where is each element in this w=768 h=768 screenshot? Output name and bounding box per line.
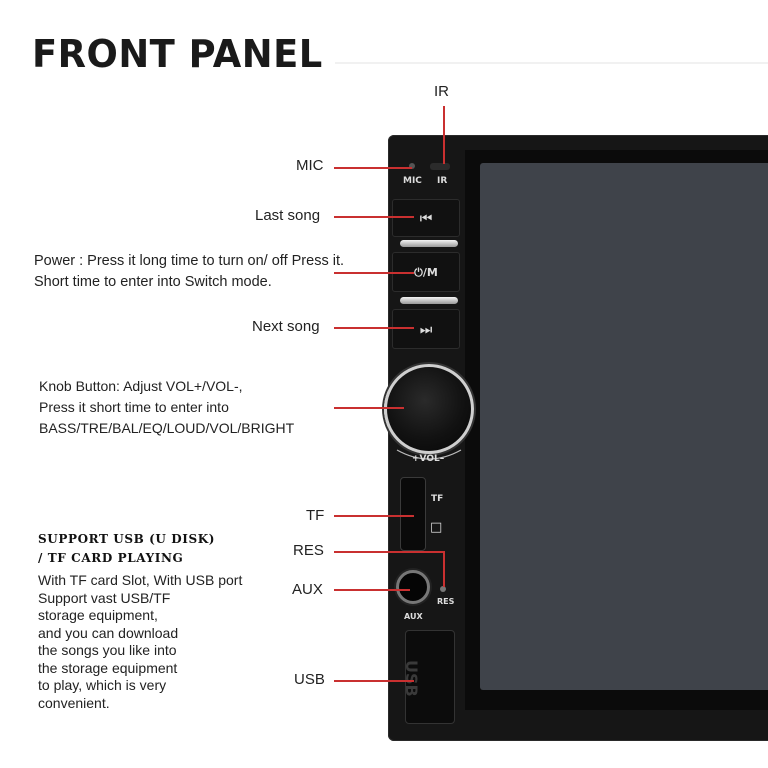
knob-desc-line: Knob Button: Adjust VOL+/VOL-,: [39, 378, 243, 394]
support-line: storage equipment,: [38, 607, 158, 623]
leader-next-song: [334, 327, 414, 329]
power-desc-line: Power : Press it long time to turn on/ o…: [34, 253, 345, 269]
label-last-song: Last song: [255, 207, 321, 224]
knob-desc-line: BASS/TRE/BAL/EQ/LOUD/VOL/BRIGHT: [39, 420, 295, 436]
leader-ir: [443, 106, 445, 164]
usb-port-cover[interactable]: [405, 630, 455, 724]
label-next-song: Next song: [252, 318, 320, 335]
label-mic: MIC: [296, 157, 324, 174]
prev-icon: ⏮: [419, 210, 433, 226]
leader-aux: [334, 589, 410, 591]
support-heading: SUPPORT USB (U DISK) / TF CARD PLAYING: [38, 530, 215, 568]
support-line: convenient.: [38, 694, 110, 711]
leader-res: [334, 551, 444, 553]
knob-description: Knob Button: Adjust VOL+/VOL-, Press it …: [39, 376, 294, 439]
device-res-text: RES: [437, 597, 455, 606]
device-usb-text: USB: [402, 660, 421, 697]
support-line: and you can download: [38, 624, 179, 641]
aux-jack[interactable]: [396, 570, 430, 604]
device-tf-text: TF: [431, 494, 444, 504]
label-res: RES: [293, 542, 324, 559]
next-icon: ⏭: [419, 321, 433, 337]
vol-text: +VOL–: [412, 454, 445, 464]
device-aux-text: AUX: [404, 612, 423, 621]
label-tf: TF: [306, 507, 325, 524]
page-title: FRONT PANEL: [32, 32, 323, 76]
ir-sensor: [430, 163, 450, 170]
leader-tf: [334, 515, 414, 517]
mic-hole: [409, 163, 415, 169]
leader-power: [334, 272, 414, 274]
tf-slot[interactable]: [400, 477, 426, 551]
next-button[interactable]: ⏭: [392, 309, 460, 349]
support-line: the songs you like into: [38, 642, 177, 658]
leader-last-song: [334, 216, 414, 218]
tf-card-icon: □: [430, 520, 443, 535]
power-icon: ⏻/M: [414, 266, 438, 279]
leader-usb: [334, 680, 414, 682]
divider-bar-top: [400, 240, 458, 247]
support-line: With TF card Slot, With USB port: [38, 572, 243, 588]
prev-button[interactable]: ⏮: [392, 199, 460, 237]
vol-arc-icon: [396, 449, 462, 460]
support-description: With TF card Slot, With USB port Support…: [38, 572, 242, 712]
leader-res-drop: [443, 551, 445, 587]
label-aux: AUX: [292, 581, 323, 598]
support-line: to play, which is very: [38, 677, 167, 693]
divider-bar-bottom: [400, 297, 458, 304]
support-line: Support vast USB/TF: [38, 589, 171, 606]
support-line: the storage equipment: [38, 659, 178, 676]
reset-hole[interactable]: [440, 586, 446, 592]
support-heading-line: SUPPORT USB (U DISK): [38, 532, 216, 546]
device-mic-text: MIC: [403, 176, 422, 186]
leader-knob: [334, 407, 404, 409]
support-heading-line: / TF CARD PLAYING: [38, 551, 184, 565]
power-desc-line: Short time to enter into Switch mode.: [34, 274, 272, 290]
title-rule: [335, 62, 768, 64]
volume-knob[interactable]: [384, 364, 474, 454]
leader-mic: [334, 167, 412, 169]
device-ir-text: IR: [437, 176, 448, 186]
power-description: Power : Press it long time to turn on/ o…: [34, 251, 344, 293]
touch-screen[interactable]: [480, 163, 768, 690]
label-usb: USB: [294, 671, 325, 688]
label-ir: IR: [434, 83, 449, 100]
knob-desc-line: Press it short time to enter into: [39, 399, 229, 415]
